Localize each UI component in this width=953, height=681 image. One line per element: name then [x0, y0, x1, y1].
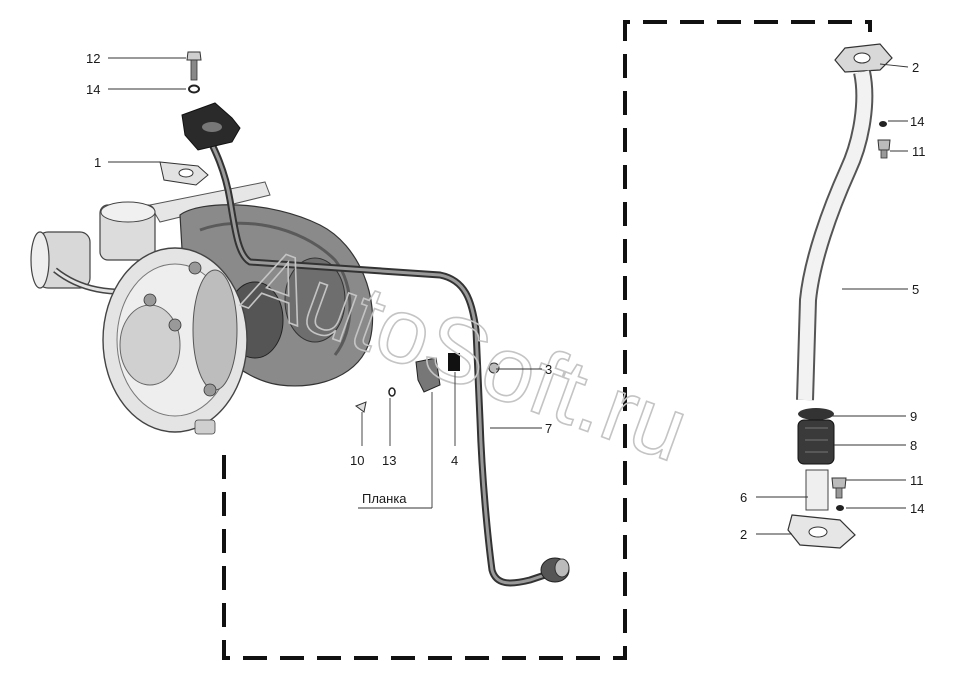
callout-2-top-right: 2	[912, 60, 919, 75]
callout-9: 9	[910, 409, 917, 424]
callout-10: 10	[350, 453, 364, 468]
callout-12: 12	[86, 51, 100, 66]
callout-8: 8	[910, 438, 917, 453]
dashed-group-boundary-left	[222, 20, 872, 660]
callout-2-bottom-right: 2	[740, 527, 747, 542]
callout-11-right-top: 11	[912, 144, 926, 159]
callout-6: 6	[740, 490, 747, 505]
callout-3: 3	[545, 362, 552, 377]
callout-14-top-left: 14	[86, 82, 100, 97]
callout-1: 1	[94, 155, 101, 170]
callout-5: 5	[912, 282, 919, 297]
callout-7: 7	[545, 421, 552, 436]
oil-feed-pipe-illustration	[181, 102, 570, 587]
callout-14-right-top: 14	[910, 114, 924, 129]
small-hardware-left	[159, 51, 500, 413]
callout-13: 13	[382, 453, 396, 468]
callout-11-right-bottom: 11	[910, 473, 924, 488]
oil-return-pipe-illustration	[787, 43, 893, 549]
turbocharger-illustration	[30, 181, 374, 435]
leader-lines	[108, 57, 909, 535]
callout-4: 4	[451, 453, 458, 468]
callout-plate: Планка	[362, 491, 407, 506]
callout-14-right-bottom: 14	[910, 501, 924, 516]
